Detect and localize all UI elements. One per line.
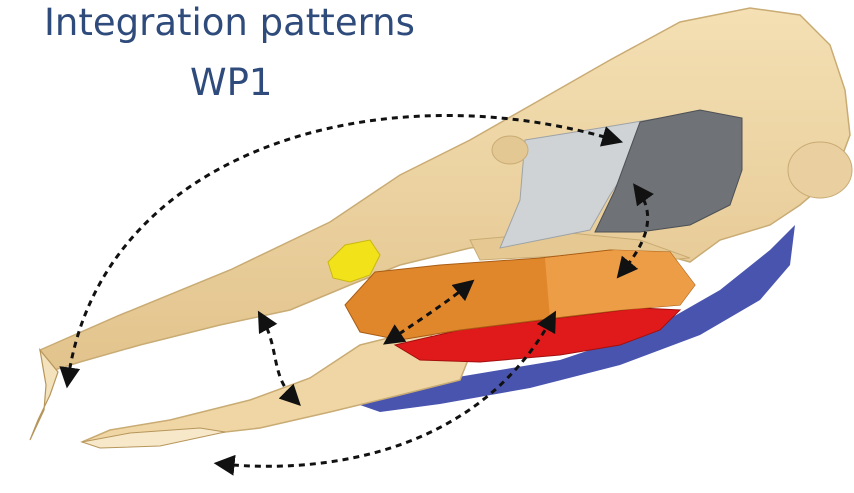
title-line-2: WP1 — [190, 64, 272, 101]
lower-incisor — [82, 428, 225, 448]
masseter-light-portion — [545, 250, 695, 318]
skull-bulge-frontal — [492, 136, 528, 164]
skull-bulge-rear — [788, 142, 852, 198]
title-line-1: Integration patterns — [44, 4, 415, 41]
